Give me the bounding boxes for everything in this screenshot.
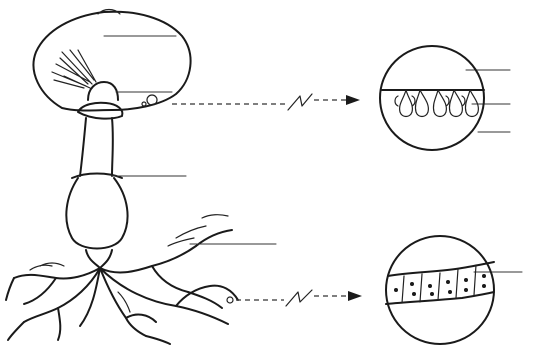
gill-detail-circle <box>380 46 484 150</box>
hypha-circle-outline <box>386 236 494 344</box>
stalk-base <box>86 250 112 268</box>
zoom-arrow-lower <box>236 290 362 306</box>
zoom-arrow-upper <box>172 94 360 110</box>
arrowhead-lower <box>348 291 362 301</box>
hypha-detail-circle <box>386 236 494 344</box>
mushroom-illustration <box>6 10 238 345</box>
cap-gill-marks <box>52 50 96 88</box>
arrowhead-upper <box>346 95 360 105</box>
cap-spore-spot-small <box>142 102 146 106</box>
cap-spore-spot <box>147 95 157 105</box>
zigzag-break <box>286 290 312 306</box>
label-leader-lines <box>104 36 522 272</box>
mycelium-fine-lines <box>30 215 228 312</box>
mycelium-dot <box>227 297 233 303</box>
mushroom-volva <box>66 178 127 249</box>
hypha-tube-upper <box>388 262 494 276</box>
mycelium-network <box>6 230 238 344</box>
zigzag-break <box>288 94 312 110</box>
stalk-top <box>88 82 118 100</box>
mushroom-stalk <box>80 118 113 176</box>
mushroom-cap <box>34 12 191 111</box>
basidia-row <box>395 90 478 117</box>
